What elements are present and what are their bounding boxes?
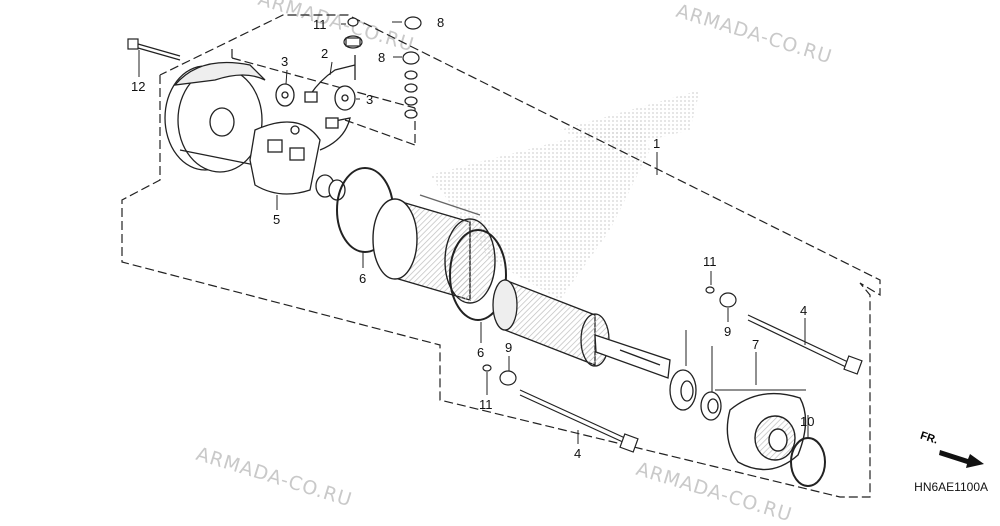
callout-8-top: 8	[437, 15, 444, 30]
o-ring-right	[449, 229, 507, 321]
wing-logo-watermark	[430, 90, 700, 300]
diagram-code: HN6AE1100A	[914, 480, 988, 494]
brush-holder-plate	[249, 121, 321, 195]
callout-9-lower: 9	[505, 340, 512, 355]
brush-3a	[275, 83, 295, 107]
brush-3b	[334, 85, 356, 111]
o-ring-10	[790, 437, 826, 487]
callout-4-upper: 4	[800, 303, 807, 318]
callout-7: 7	[752, 337, 759, 352]
bolt-12	[127, 38, 181, 61]
front-direction-arrow: FR.	[919, 430, 984, 468]
bearing-small	[700, 391, 722, 421]
terminal-lead	[304, 55, 356, 151]
callout-3a: 3	[281, 54, 288, 69]
starter-motor-diagram: 1 2 3 3 4 4 5 6 6 7 8 8 9 9 10 11 11 11 …	[121, 14, 881, 498]
washer-9-lower	[499, 370, 517, 386]
callout-11-top: 11	[313, 17, 327, 32]
front-label: FR.	[919, 430, 940, 447]
leader-lines	[138, 21, 809, 444]
bearing-large	[669, 369, 697, 411]
rear-cover	[164, 61, 266, 173]
callout-9-upper: 9	[724, 324, 731, 339]
front-cover	[726, 392, 807, 471]
callout-1: 1	[653, 136, 660, 151]
seal-ring-small	[315, 174, 346, 201]
washer-11-lower	[482, 364, 492, 372]
terminal-nut-stack	[343, 16, 422, 119]
callout-10: 10	[800, 414, 814, 429]
callout-2: 2	[321, 46, 328, 61]
through-bolt-upper	[747, 314, 863, 375]
callout-5: 5	[273, 212, 280, 227]
callout-6-left: 6	[359, 271, 366, 286]
callout-11-upper: 11	[703, 254, 717, 269]
washer-9-upper	[719, 292, 737, 308]
through-bolt-lower	[519, 389, 639, 453]
callout-6-right: 6	[477, 345, 484, 360]
callout-3b: 3	[366, 92, 373, 107]
washer-11-upper	[705, 286, 715, 294]
motor-case	[372, 194, 496, 304]
armature	[492, 279, 671, 379]
callout-8-mid: 8	[378, 50, 385, 65]
callout-12: 12	[131, 79, 145, 94]
callout-4-lower: 4	[574, 446, 581, 461]
callout-11-lower: 11	[479, 397, 493, 412]
